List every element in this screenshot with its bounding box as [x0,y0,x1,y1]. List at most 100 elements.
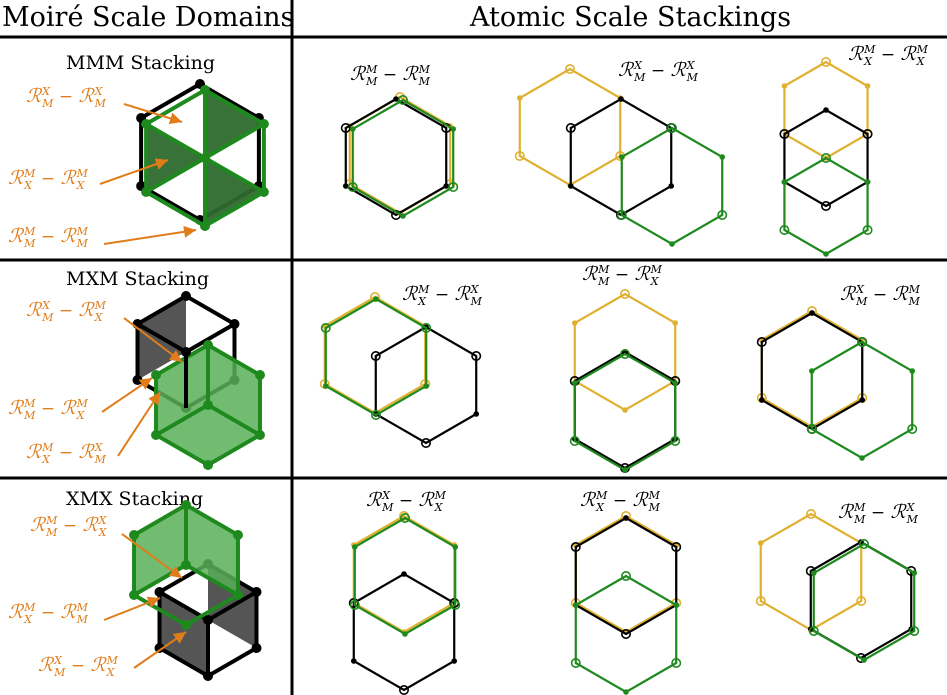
r0-a0-green-hex-open-site [347,182,358,193]
r1-a0-black-hex-open-site [370,350,381,361]
r2-domain-black-node [251,643,262,653]
r2-a0-green-hex-open-site [450,599,461,610]
r0-a0-green-hex-dot-site [450,126,457,132]
r2-domain-green-node [232,590,243,600]
r1-a1-green-hex-dot-site [571,380,578,386]
r0-a0-black-hex [344,97,448,217]
r2-domain-green-node [181,620,191,630]
r1-domain-black-center [181,347,191,357]
r1-a1-green-hex-open-site [670,435,681,446]
orange-arrow-0 [123,103,183,125]
r2-a1-green-hex-dot-site [572,602,579,608]
r0-a2-green-hex-dot-site [864,179,871,185]
r0-a2-gold-hex-open-site [820,56,831,67]
r0-domain-green-node [200,85,210,95]
r0-a2-green-hex-open-site [862,225,873,236]
orange-arrow-6 [121,533,183,579]
r1-a2-green-hex-dot-site [859,455,865,461]
r2-a2-green-hex-open-site [909,625,920,636]
orange-arrow-8 [133,631,187,669]
r1-domain-green-edge [206,403,261,437]
r0-a0-black-hex-open-site [340,123,351,134]
r1-a0-green-hex-dot-site [322,383,329,389]
r0-a1-black-hex-dot-site [668,183,675,189]
r1-a0-black-hex-open-site [471,350,482,361]
r2-domain-green-node [232,530,243,540]
r2-a2-green-hex-dot-site [911,570,918,576]
r0-a0-green-hex-open-site [448,182,459,193]
r1-a1-gold-hex-dot-site [571,320,578,326]
r1-a1-green-hex-dot-site [622,467,628,473]
row-label-xmx: XMX Stacking [66,488,204,510]
r2-a0-black-hex-dot-site [350,658,357,664]
r1-domain-black-edge [136,322,188,354]
r1-a2-black-hex-open-site [756,336,767,347]
r1-a1-green-hex-open-site [619,348,630,359]
r1-a0-green-hex [324,297,428,417]
r2-a2-green-hex-dot-site [810,570,817,576]
r2-domain-green-center [181,560,191,570]
r0-a2-black-hex-open-site [779,129,790,140]
r2-a0-green-hex-open-site [349,599,360,610]
r2-domain-green-node [129,530,140,540]
r0-domain-shaded-triangle [205,90,264,158]
r1-domain-green-node [254,370,265,380]
r2-a2-green-hex-open-site [858,538,869,549]
r0-domain-green-node [141,119,152,129]
r1-domain-green-node [203,460,213,470]
r0-a0-gold-hex [348,95,452,215]
r1-a2-black-hex-dot-site [758,397,765,403]
r0-domain-green-node [258,119,269,129]
header-moire-scale-domains: Moiré Scale Domains [2,2,295,33]
r0-a2-black-hex-dot-site [823,107,829,113]
r2-a0-green-hex-dot-site [452,544,459,550]
r2-a2-gold-hex-open-site [856,595,867,606]
r1-a0-black-hex [374,325,478,445]
r2-a0-green-hex-open-site [399,512,410,523]
orange-arrow-2 [103,225,197,245]
r1-domain-green-edge [155,403,210,437]
r0-a1-green-hex-open-site [717,210,728,221]
r2-a2-gold-hex-open-site [755,595,766,606]
r1-a0-green-hex-dot-site [373,296,379,302]
r2-domain-black-node [154,587,165,597]
r2-a1-green-hex-dot-site [673,602,680,608]
r0-a1-green-hex-dot-site [719,154,726,160]
r0-a1-green-hex-open-site [666,123,677,134]
r1-a1-gold-hex-open-site [619,288,630,299]
r2-a2-green-hex-dot-site [861,657,867,663]
r1-a2-green-hex-open-site [806,423,817,434]
r2-a1-black-hex-open-site [671,541,682,552]
r0-domain-green-node [141,187,152,197]
r0-domain-green-spoke [204,156,265,194]
r0-domain-green-spoke [204,122,265,160]
r1-domain-black-edge [184,322,236,354]
r0-a2-black-hex-open-site [820,201,831,212]
r0-a2-gold-hex-dot-site [864,83,871,89]
orange-arrow-1 [99,158,169,185]
r2-domain-black-node [154,643,165,653]
r0-domain-shaded-triangle [146,124,205,192]
row-label-mmm: MMM Stacking [66,52,216,74]
row-label-mxm: MXM Stacking [66,268,210,290]
r0-a2-green-hex-dot-site [781,179,788,185]
r1-a0-green-hex-open-site [370,409,381,420]
r1-a1-green-hex-dot-site [672,380,679,386]
r0-a1-black-hex-dot-site [618,96,624,102]
r1-a2-green-hex-dot-site [808,368,815,374]
r2-a1-green-hex-dot-site [623,689,629,695]
r0-a0-green-hex-dot-site [400,213,406,219]
r2-a1-black-hex-open-site [570,541,581,552]
r1-domain-black-node [132,375,143,385]
r1-a0-black-hex-open-site [420,437,431,448]
r0-a1-green-hex-dot-site [618,154,625,160]
r2-a2-green-hex-open-site [808,625,819,636]
